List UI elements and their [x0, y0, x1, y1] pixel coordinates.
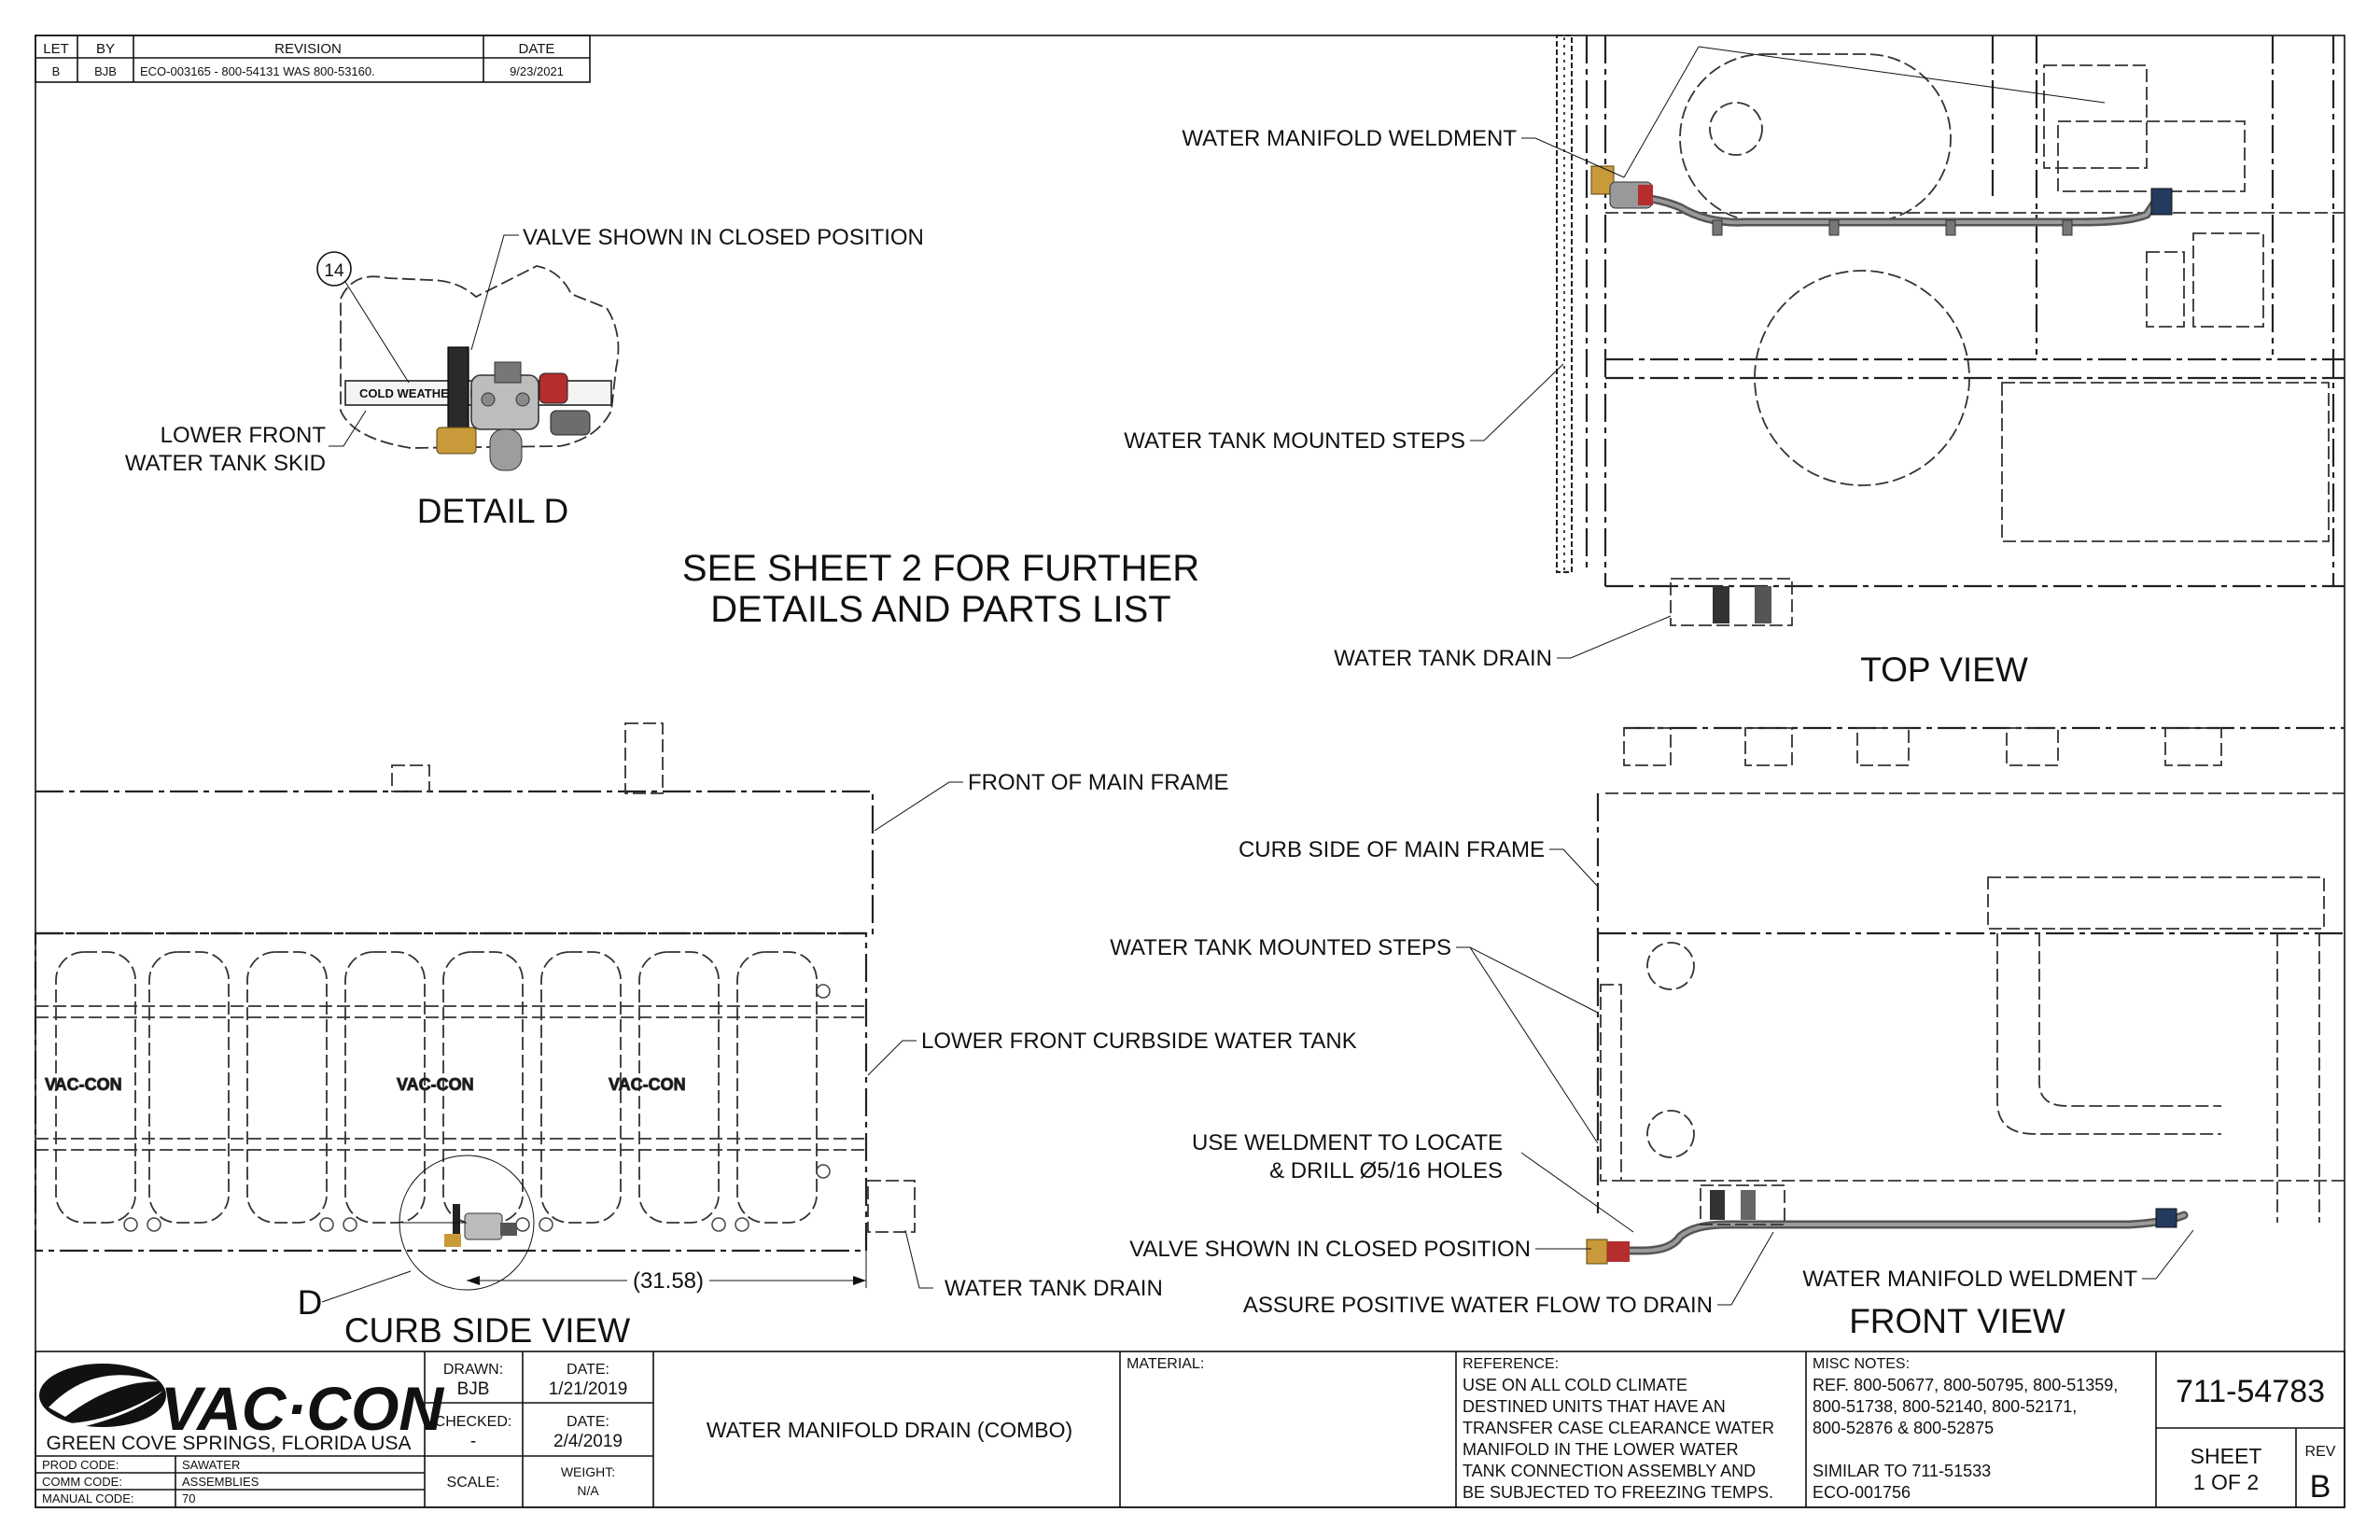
- detail-valve-label: VALVE SHOWN IN CLOSED POSITION: [523, 225, 924, 250]
- top-view-title: TOP VIEW: [1860, 651, 2028, 689]
- top-steps-label: WATER TANK MOUNTED STEPS: [1124, 428, 1465, 454]
- title-block: VAC·CON GREEN COVE SPRINGS, FLORIDA USA …: [35, 1351, 2345, 1508]
- company-wordmark: VAC·CON: [161, 1374, 444, 1443]
- weight-label: WEIGHT:: [561, 1464, 615, 1479]
- note-line-2: DETAILS AND PARTS LIST: [710, 589, 1170, 630]
- detail-d-callout-circle: [399, 1155, 535, 1291]
- top-steps-strip: [1556, 35, 1573, 573]
- front-steps-label: WATER TANK MOUNTED STEPS: [1110, 935, 1451, 960]
- curb-side-view-title: CURB SIDE VIEW: [344, 1311, 630, 1350]
- tank-logo-2: VAC-CON: [397, 1075, 474, 1094]
- detail-d-title: DETAIL D: [417, 492, 568, 530]
- leader-valve: [470, 234, 519, 351]
- front-valve-label: VALVE SHOWN IN CLOSED POSITION: [1129, 1237, 1531, 1262]
- rev-description: ECO-003165 - 800-54131 WAS 800-53160.: [140, 64, 375, 78]
- company-location: GREEN COVE SPRINGS, FLORIDA USA: [47, 1433, 412, 1454]
- rev-header-let: LET: [43, 41, 69, 57]
- material-label: MATERIAL:: [1127, 1356, 1204, 1372]
- misc-notes-label: MISC NOTES:: [1813, 1356, 1910, 1372]
- comm-code-label: COMM CODE:: [42, 1475, 122, 1489]
- drawn-value: BJB: [457, 1379, 490, 1399]
- misc-note-line: ECO-001756: [1813, 1483, 1911, 1502]
- reference-label: REFERENCE:: [1463, 1356, 1559, 1372]
- reference-line: TANK CONNECTION ASSEMBLY AND: [1463, 1462, 1756, 1480]
- drawn-label: DRAWN:: [443, 1362, 503, 1378]
- reference-line: MANIFOLD IN THE LOWER WATER: [1463, 1440, 1739, 1459]
- misc-note-line: SIMILAR TO 711-51533: [1813, 1462, 1991, 1480]
- reference-line: DESTINED UNITS THAT HAVE AN: [1463, 1397, 1726, 1416]
- detail-d-phantom-outline: [340, 265, 620, 449]
- prod-code-label: PROD CODE:: [42, 1458, 119, 1472]
- rev-header-revision: REVISION: [274, 41, 342, 57]
- front-weldment-label-2: & DRILL Ø5/16 HOLES: [1269, 1158, 1503, 1183]
- misc-note-line: 800-52876 & 800-52875: [1813, 1419, 1994, 1437]
- rev-header-by: BY: [96, 41, 115, 57]
- valve-handle: [447, 346, 469, 434]
- leader-skid: [329, 410, 367, 447]
- rev-header-date: DATE: [519, 41, 555, 57]
- front-manifold-hose: [1601, 1211, 2189, 1255]
- sheet-value: 1 OF 2: [2193, 1470, 2259, 1494]
- front-view-title: FRONT VIEW: [1849, 1302, 2065, 1340]
- rev-by: BJB: [94, 64, 117, 78]
- detail-d: COLD WEATHER DRAIN 14 VALVE SHOWN IN CLO…: [125, 225, 924, 530]
- drawing-number: 711-54783: [2176, 1374, 2325, 1409]
- prod-code-value: SAWATER: [182, 1458, 240, 1472]
- top-drain-label: WATER TANK DRAIN: [1334, 646, 1552, 671]
- drawn-date-label: DATE:: [567, 1362, 609, 1378]
- sheet-label: SHEET: [2191, 1444, 2262, 1468]
- front-brass-valve: [1586, 1239, 1608, 1265]
- curb-tank-label: LOWER FRONT CURBSIDE WATER TANK: [921, 1029, 1357, 1054]
- balloon-14: [316, 251, 352, 287]
- balloon-14-number: 14: [324, 261, 344, 281]
- front-curb-frame-label: CURB SIDE OF MAIN FRAME: [1239, 837, 1545, 862]
- manual-code-value: 70: [182, 1491, 195, 1505]
- misc-note-line: REF. 800-50677, 800-50795, 800-51359,: [1813, 1376, 2118, 1394]
- dimension-31-58: (31.58): [633, 1268, 704, 1294]
- top-view: WATER MANIFOLD WELDMENT WATER TANK MOUNT…: [1124, 35, 2345, 689]
- top-manifold-label: WATER MANIFOLD WELDMENT: [1182, 126, 1517, 151]
- front-manifold-label: WATER MANIFOLD WELDMENT: [1802, 1267, 2137, 1292]
- curb-main-frame: [35, 790, 875, 935]
- drawing-title: WATER MANIFOLD DRAIN (COMBO): [707, 1418, 1072, 1442]
- vac-con-logo: VAC·CON: [39, 1364, 444, 1443]
- curb-front-frame-label: FRONT OF MAIN FRAME: [968, 770, 1229, 795]
- note-line-1: SEE SHEET 2 FOR FURTHER: [682, 548, 1199, 589]
- detail-skid-label-2: WATER TANK SKID: [125, 451, 326, 476]
- misc-note-line: 800-51738, 800-52140, 800-52171,: [1813, 1397, 2077, 1416]
- scale-label: SCALE:: [447, 1475, 500, 1491]
- curb-drain-label: WATER TANK DRAIN: [945, 1276, 1163, 1301]
- checked-value: -: [470, 1432, 476, 1451]
- tank-logo-3: VAC-CON: [609, 1075, 686, 1094]
- tank-logo-1: VAC-CON: [45, 1075, 122, 1094]
- brass-outlet: [436, 427, 477, 455]
- front-view: CURB SIDE OF MAIN FRAME WATER TANK MOUNT…: [1110, 726, 2345, 1340]
- reference-line: BE SUBJECTED TO FREEZING TEMPS.: [1463, 1483, 1773, 1502]
- red-fitting: [539, 372, 568, 404]
- comm-code-value: ASSEMBLIES: [182, 1475, 259, 1489]
- sheet-note: SEE SHEET 2 FOR FURTHER DETAILS AND PART…: [682, 548, 1199, 630]
- reference-line: USE ON ALL COLD CLIMATE: [1463, 1376, 1687, 1394]
- rev-date: 9/23/2021: [510, 64, 564, 78]
- checked-label: CHECKED:: [435, 1414, 512, 1430]
- manual-code-label: MANUAL CODE:: [42, 1491, 133, 1505]
- weight-value: N/A: [577, 1483, 599, 1498]
- checked-date-value: 2/4/2019: [553, 1432, 623, 1451]
- detail-d-letter: D: [298, 1283, 323, 1322]
- curb-water-tank: [34, 931, 868, 1253]
- rev-label: REV: [2305, 1444, 2336, 1460]
- front-weldment-label-1: USE WELDMENT TO LOCATE: [1192, 1130, 1503, 1155]
- detail-skid-label-1: LOWER FRONT: [161, 423, 327, 448]
- rev-value: B: [2310, 1469, 2331, 1505]
- front-flow-label: ASSURE POSITIVE WATER FLOW TO DRAIN: [1243, 1293, 1713, 1318]
- reference-line: TRANSFER CASE CLEARANCE WATER: [1463, 1419, 1774, 1437]
- curb-side-view: VAC-CON VAC-CON VAC-CON D (31.58) FRONT …: [34, 722, 1357, 1350]
- checked-date-label: DATE:: [567, 1414, 609, 1430]
- rev-let: B: [52, 64, 61, 78]
- drawn-date-value: 1/21/2019: [549, 1379, 628, 1399]
- revision-table: LET BY REVISION DATE B BJB ECO-003165 - …: [35, 35, 591, 83]
